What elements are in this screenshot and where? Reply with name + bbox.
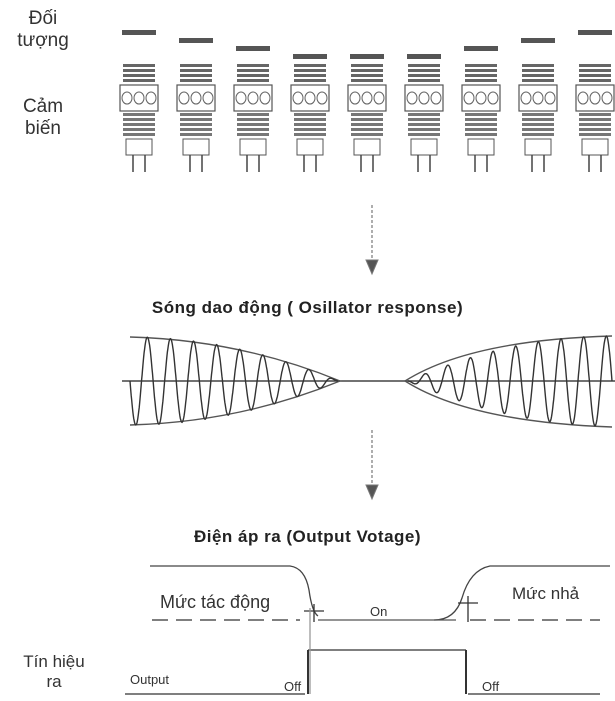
object-bar	[407, 54, 441, 59]
sensor-1	[119, 30, 159, 172]
output-chart	[125, 565, 610, 695]
off-right-label: Off	[482, 679, 500, 694]
oscillator-waveform	[122, 335, 615, 428]
sensor-5	[347, 54, 387, 172]
object-bar	[350, 54, 384, 59]
output-signal-label: Tín hiệu ra	[23, 652, 85, 691]
object-label: Đối tượng	[17, 8, 69, 51]
output-label: Output	[130, 672, 170, 687]
object-bar	[236, 46, 270, 51]
down-arrow-2	[365, 430, 379, 501]
sensor-array	[119, 30, 615, 172]
object-bar	[293, 54, 327, 59]
release-level-label: Mức nhả	[512, 584, 580, 603]
object-bar	[521, 38, 555, 43]
sensor-2	[176, 38, 216, 172]
sensor-8	[518, 38, 558, 172]
operate-level-label: Mức tác động	[160, 592, 271, 612]
on-label: On	[370, 604, 388, 619]
sensor-label: Cảm biến	[22, 96, 64, 139]
sensor-6	[404, 54, 444, 172]
sensor-4	[290, 54, 330, 172]
object-bar	[464, 46, 498, 51]
object-bar	[179, 38, 213, 43]
oscillation-title: Sóng dao động ( Osillator response)	[151, 298, 464, 317]
sensor-7	[461, 46, 501, 172]
object-bar	[122, 30, 156, 35]
object-bar	[578, 30, 612, 35]
output-voltage-title: Điện áp ra (Output Votage)	[193, 527, 422, 546]
sensor-9	[575, 30, 615, 172]
sensor-3	[233, 46, 273, 172]
off-left-label: Off	[284, 679, 302, 694]
down-arrow-1	[365, 205, 379, 276]
